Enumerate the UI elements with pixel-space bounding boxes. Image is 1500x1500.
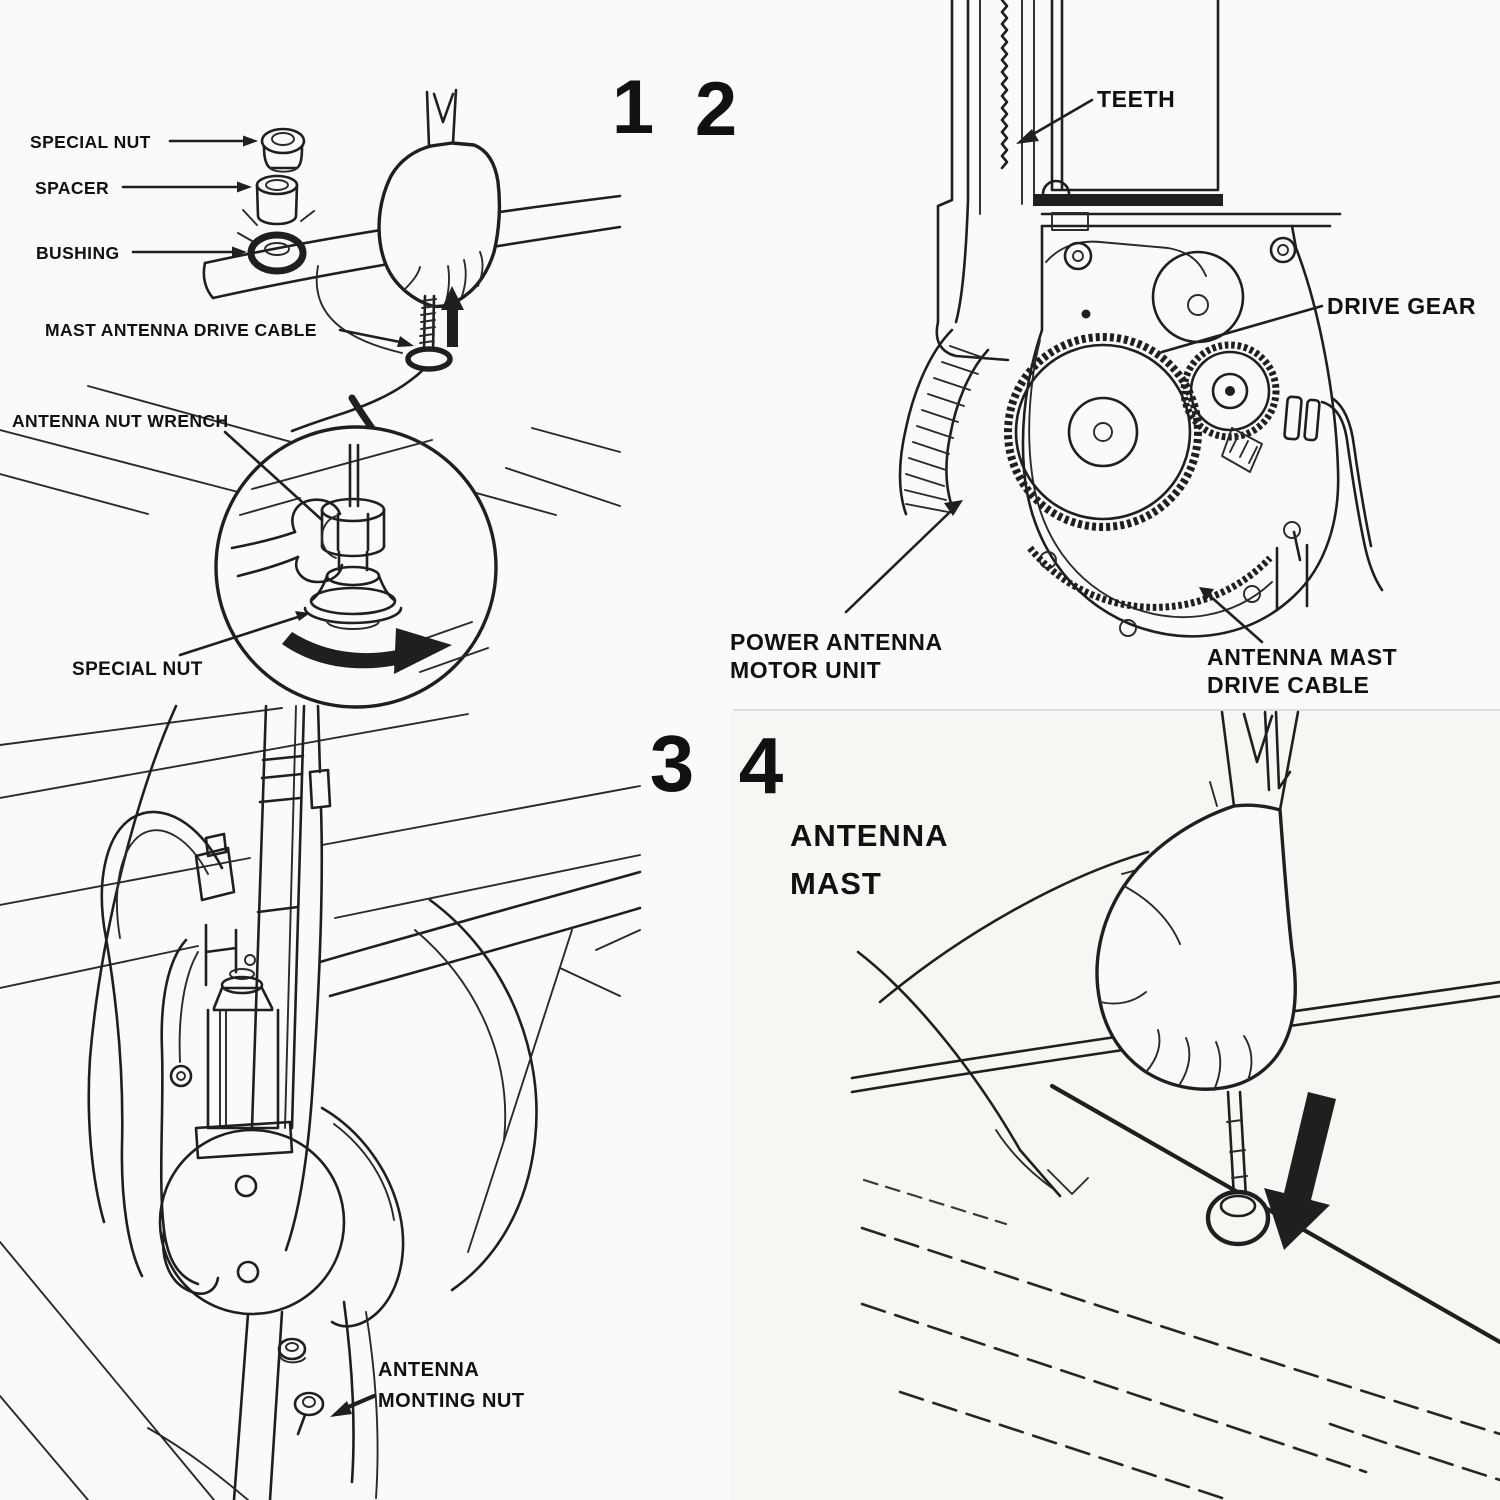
label-spacer: SPACER [35,178,109,198]
step-number-2: 2 [695,67,737,152]
motor-base-plate [158,1128,346,1500]
wrench-inset-circle [214,425,498,709]
antenna-mast-tubes [935,0,1342,362]
label-antenna-mast-line1: ANTENNA [790,818,949,853]
step-number-1: 1 [612,65,654,150]
panel-3-antenna-assembly: ANTENNA MONTING NUT [0,704,642,1500]
panel-4-mast-insertion: ANTENNA MAST [790,710,1500,1500]
label-power-antenna-line2: MOTOR UNIT [730,657,881,683]
insert-down-arrow [1264,1092,1336,1250]
label-antenna-mast-line2: MAST [790,866,882,901]
mast-drive-cable [290,286,464,435]
panel4-background [730,712,1500,1500]
mast-tube-assembly [250,704,332,1252]
step-number-4: 4 [739,721,784,810]
label-antenna-mounting-nut-line2: MONTING NUT [378,1390,525,1412]
label-antenna-mounting-nut-line1: ANTENNA [378,1359,479,1381]
step-number-3: 3 [650,719,695,808]
label-special-nut-bottom: SPECIAL NUT [72,659,203,680]
rotate-clockwise-arrow [282,628,452,674]
main-gear-teeth [1004,333,1202,531]
special-nut-part [260,127,306,173]
label-power-antenna-line1: POWER ANTENNA [730,629,943,655]
drain-hose [100,810,236,1278]
hose-connector [194,832,236,902]
hand-inserting-mast [1095,710,1300,1091]
antenna-mast-rod [1205,1090,1271,1247]
idler-wheel [1151,250,1245,344]
leader-arrows [121,135,414,347]
mast-flange [1033,194,1223,206]
mast-drive-cable-exit [1221,395,1384,592]
ring-gear-teeth [1027,545,1273,611]
antenna-mast-rod [348,443,360,508]
label-antenna-mast-cable-line1: ANTENNA MAST [1207,644,1397,670]
antenna-nut-wrench-tool [230,498,344,584]
side-cable-ferrule [308,704,332,810]
wrench-leader-line [223,430,324,522]
antenna-lead-cable [320,1106,405,1499]
special-nut-base [303,565,403,630]
mast-teeth-rack [1000,0,1009,170]
panel-2-motor-unit: TEETH DRIVE GEAR POWER ANTENNA MOTOR UNI… [730,0,1476,698]
fender-grommet-hole [405,346,453,372]
mounting-nut-bolts [277,1337,377,1436]
step-numbers: 1 2 3 4 [612,65,784,810]
corrugated-tube [898,328,990,516]
flange-dome [1041,179,1071,196]
bushing-part [237,209,315,275]
special-nut-leader-line [178,615,300,657]
label-mast-antenna-drive-cable: MAST ANTENNA DRIVE CABLE [45,320,317,340]
label-bushing: BUSHING [36,243,120,263]
drive-gear-teeth [1180,341,1280,441]
mast-grommet [1205,1189,1271,1247]
panel2-leader-arrows [844,98,1324,644]
label-special-nut-top: SPECIAL NUT [30,132,151,152]
label-drive-gear: DRIVE GEAR [1327,293,1476,319]
label-antenna-nut-wrench: ANTENNA NUT WRENCH [12,411,229,431]
hand-pulling-cable [377,88,502,309]
pull-up-arrow [441,286,464,347]
special-nut-leader-head [295,611,310,621]
label-teeth: TEETH [1097,86,1175,112]
label-antenna-mast-cable-line2: DRIVE CABLE [1207,672,1370,698]
body-sheetmetal-lines [0,704,642,1500]
panel-1-antenna-nut-removal: SPECIAL NUT SPACER BUSHING MAST ANTENNA … [0,88,622,709]
spacer-part [255,174,299,226]
